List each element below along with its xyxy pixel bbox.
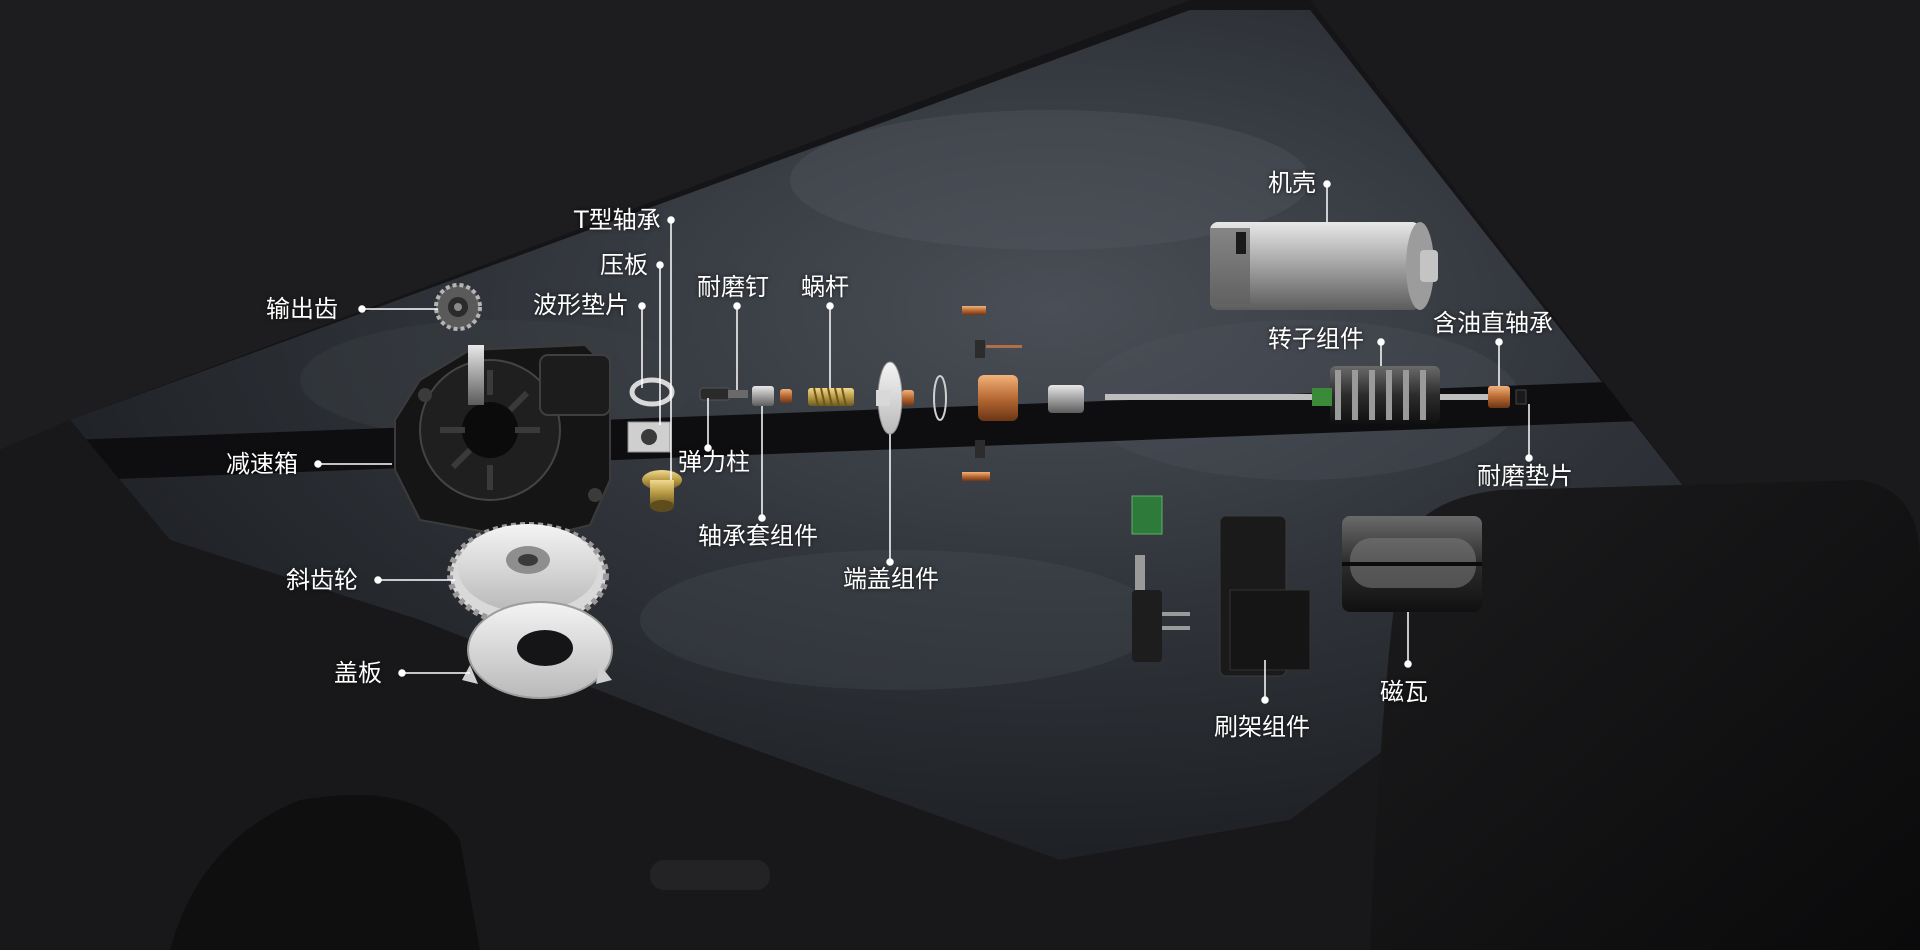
pressure-plate-part: [627, 421, 671, 453]
label-housing: 机壳: [1268, 169, 1316, 197]
label-end-cap: 端盖组件: [843, 565, 939, 593]
magnet-part: [1342, 516, 1482, 612]
wear-pin-part: [728, 390, 748, 398]
label-brush-holder: 刷架组件: [1214, 713, 1310, 741]
label-reduction-box: 减速箱: [226, 450, 298, 478]
label-worm: 蜗杆: [801, 273, 849, 301]
label-oil-bearing: 含油直轴承: [1433, 309, 1553, 337]
end-cap-part: [876, 306, 1084, 481]
label-output-gear: 输出齿: [266, 295, 338, 323]
label-wear-washer: 耐磨垫片: [1477, 462, 1573, 490]
oil-bearing-part: [1488, 386, 1510, 408]
bearing-sleeve-part: [752, 386, 792, 406]
reduction-box-part: [394, 343, 611, 542]
label-magnet: 磁瓦: [1380, 678, 1428, 706]
wear-washer-part: [1515, 389, 1527, 405]
spring-post-part: [699, 387, 731, 401]
label-cover-plate: 盖板: [334, 659, 382, 687]
label-pressure-plate: 压板: [600, 251, 648, 279]
label-bearing-sleeve: 轴承套组件: [698, 522, 818, 550]
label-helical-gear: 斜齿轮: [286, 566, 358, 594]
t-bearing-part: [642, 470, 682, 512]
output-gear-part: [434, 283, 482, 331]
label-wear-pin: 耐磨钉: [697, 273, 769, 301]
worm-part: [808, 387, 854, 407]
helical-gear-part: [447, 522, 609, 628]
housing-part: [1210, 222, 1438, 310]
rotor-assembly-part: [1105, 366, 1495, 424]
cover-plate-part: [462, 601, 613, 699]
label-rotor: 转子组件: [1268, 325, 1364, 353]
wave-washer-part: [629, 377, 675, 407]
brush-holder-part: [1131, 495, 1311, 677]
leader-lines: [314, 180, 1533, 704]
seat-headrest: [1370, 480, 1920, 950]
label-wave-washer: 波形垫片: [533, 291, 629, 319]
label-t-bearing: T型轴承: [574, 206, 661, 234]
label-spring-post: 弹力柱: [678, 448, 750, 476]
